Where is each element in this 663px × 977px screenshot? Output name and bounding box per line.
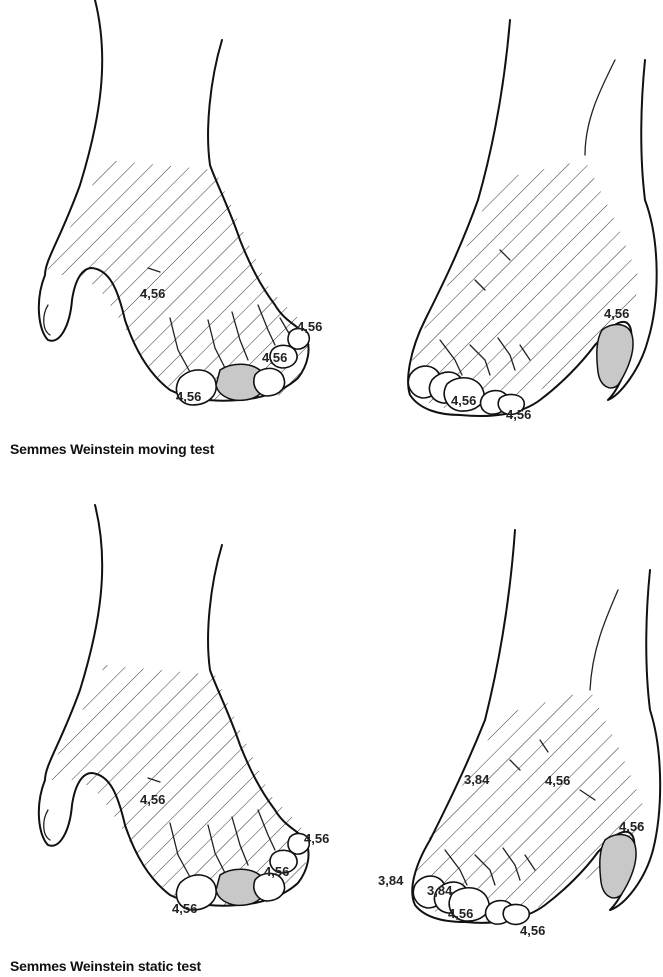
value-label: 3,84 xyxy=(427,883,453,898)
value-label: 4,56 xyxy=(262,350,287,365)
value-label: 4,56 xyxy=(619,819,644,834)
value-label: 4,56 xyxy=(545,773,570,788)
value-label: 4,56 xyxy=(448,906,473,921)
value-label: 4,56 xyxy=(264,864,289,879)
gray-patch xyxy=(597,325,633,388)
value-label: 4,56 xyxy=(520,923,545,938)
value-label: 3,84 xyxy=(464,772,490,787)
moving-right-foot: 4,56 4,56 4,56 xyxy=(408,20,657,422)
value-label: 4,56 xyxy=(297,319,322,334)
static-test-caption: Semmes Weinstein static test xyxy=(10,958,201,974)
value-label: 4,56 xyxy=(176,389,201,404)
value-label: 4,56 xyxy=(604,306,629,321)
value-label: 4,56 xyxy=(506,407,531,422)
value-label: 4,56 xyxy=(140,792,165,807)
moving-test-caption: Semmes Weinstein moving test xyxy=(10,441,214,457)
gray-patch xyxy=(600,835,636,898)
moving-left-foot: 4,56 4,56 4,56 4,56 xyxy=(39,0,322,405)
value-label: 4,56 xyxy=(304,831,329,846)
value-label: 3,84 xyxy=(378,873,404,888)
value-label: 4,56 xyxy=(172,901,197,916)
static-right-foot: 3,84 4,56 4,56 3,84 3,84 4,56 4,56 xyxy=(378,530,660,938)
value-label: 4,56 xyxy=(140,286,165,301)
value-label: 4,56 xyxy=(451,393,476,408)
static-left-foot: 4,56 4,56 4,56 4,56 xyxy=(39,505,329,916)
